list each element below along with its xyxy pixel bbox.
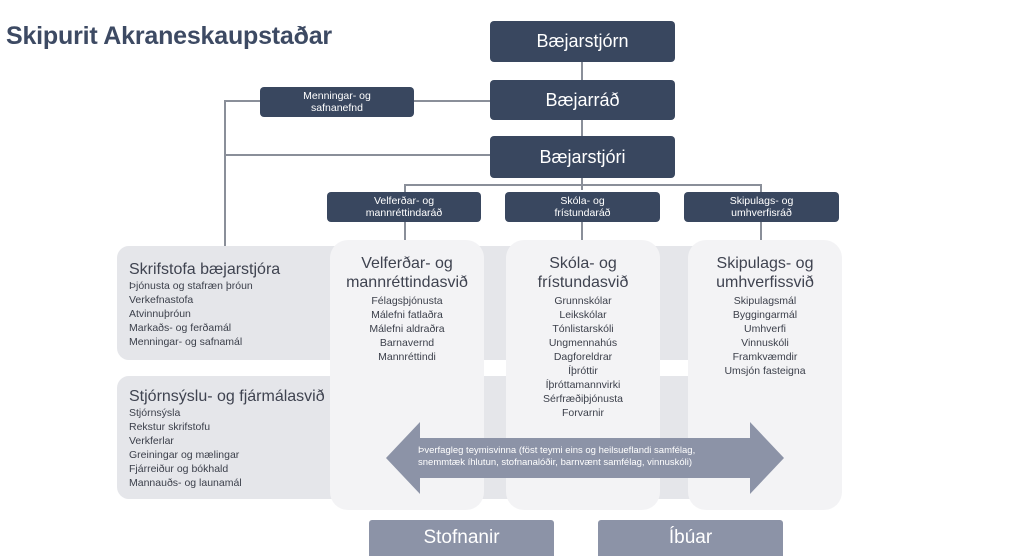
connector-velferd-down	[404, 222, 406, 240]
stjornsysla-title: Stjórnsýslu- og fjármálasvið	[129, 388, 325, 405]
skola-council-box[interactable]: Skóla- og frístundaráð	[505, 192, 660, 222]
page-title: Skipurit Akraneskaupstaðar	[6, 22, 332, 50]
list-item: Verkferlar	[129, 435, 174, 447]
skipulagssvid-title-line2: umhverfissvið	[716, 274, 814, 291]
list-item: Vinnuskóli	[741, 337, 789, 349]
list-item: Leikskólar	[559, 309, 607, 321]
skolasvid-list: Grunnskólar Leikskólar Tónlistarskóli Un…	[506, 294, 660, 420]
connector-menningar	[414, 100, 490, 102]
stjornsysla-list: Stjórnsýsla Rekstur skrifstofu Verkferla…	[129, 406, 325, 490]
skipulags-council-box[interactable]: Skipulags- og umhverfisráð	[684, 192, 839, 222]
connector-skipulags-down	[760, 222, 762, 240]
list-item: Dagforeldrar	[553, 351, 613, 363]
list-item: Atvinnuþróun	[129, 308, 191, 320]
skolasvid-section: Skóla- og frístundasvið Grunnskólar Leik…	[506, 254, 660, 420]
connector-left-horizontal-stjori	[224, 154, 490, 156]
baejarstjorn-label: Bæjarstjórn	[536, 31, 629, 51]
list-item: Verkefnastofa	[129, 294, 194, 306]
list-item: Sérfræðiþjónusta	[543, 393, 623, 405]
list-item: Fjárreiður og bókhald	[129, 463, 229, 475]
stjornsysla-section: Stjórnsýslu- og fjármálasvið Stjórnsýsla…	[129, 387, 325, 490]
list-item: Þjónusta og stafræn þróun	[129, 280, 253, 292]
list-item: Málefni fatlaðra	[371, 309, 443, 321]
skrifstofa-section: Skrifstofa bæjarstjóra Þjónusta og stafr…	[129, 260, 280, 349]
stofnanir-box[interactable]: Stofnanir	[369, 520, 554, 556]
list-item: Markaðs- og ferðamál	[129, 322, 232, 334]
connector-left-horizontal-top	[224, 100, 260, 102]
list-item: Stjórnsýsla	[129, 407, 181, 419]
list-item: Íþróttamannvirki	[545, 379, 621, 391]
velferd-council-label: Velferðar- og mannréttindaráð	[365, 195, 443, 219]
stofnanir-label: Stofnanir	[423, 527, 500, 548]
skipulagssvid-title-line1: Skipulags- og	[716, 255, 814, 272]
list-item: Tónlistarskóli	[552, 323, 614, 335]
teamwork-arrow-text: Þverfagleg teymisvinna (föst teymi eins …	[418, 445, 695, 469]
menningar-nefnd-box[interactable]: Menningar- og safnanefnd	[260, 87, 414, 117]
double-arrow-icon	[386, 422, 784, 494]
skipulagssvid-section: Skipulags- og umhverfissvið Skipulagsmál…	[688, 254, 842, 378]
list-item: Barnavernd	[379, 337, 435, 349]
list-item: Greiningar og mælingar	[129, 449, 240, 461]
connector-skola-down	[581, 222, 583, 240]
connector-rad-stjori	[581, 120, 583, 136]
skolasvid-title-line2: frístundasvið	[537, 274, 629, 291]
list-item: Félagsþjónusta	[371, 295, 443, 307]
baejarrad-label: Bæjarráð	[545, 89, 620, 110]
arrow-text-line2: snemmtæk íhlutun, stofnanalóðir, barnvæn…	[418, 457, 693, 468]
connector-left-vertical	[224, 100, 226, 253]
baejarstjorn-box[interactable]: Bæjarstjórn	[490, 21, 675, 62]
list-item: Grunnskólar	[554, 295, 612, 307]
skipulagssvid-list: Skipulagsmál Byggingarmál Umhverfi Vinnu…	[688, 294, 842, 378]
baejarstjori-box[interactable]: Bæjarstjóri	[490, 136, 675, 178]
ibuar-label: Íbúar	[668, 527, 713, 548]
skola-council-label: Skóla- og frístundaráð	[554, 195, 611, 219]
list-item: Íþróttir	[568, 365, 598, 377]
list-item: Mannréttindi	[378, 351, 436, 363]
list-item: Umsjón fasteigna	[724, 365, 806, 377]
skrifstofa-list: Þjónusta og stafræn þróun Verkefnastofa …	[129, 279, 280, 349]
list-item: Forvarnir	[561, 407, 604, 419]
list-item: Skipulagsmál	[733, 295, 797, 307]
connector-velferd-up	[404, 184, 406, 192]
skolasvid-title-line1: Skóla- og	[549, 255, 617, 272]
menningar-nefnd-label: Menningar- og safnanefnd	[303, 90, 371, 114]
ibuar-box[interactable]: Íbúar	[598, 520, 783, 556]
velferdarsvid-title-line2: mannréttindasvið	[346, 274, 468, 291]
arrow-text-line1: Þverfagleg teymisvinna (föst teymi eins …	[418, 445, 696, 456]
velferdarsvid-list: Félagsþjónusta Málefni fatlaðra Málefni …	[330, 294, 484, 364]
list-item: Byggingarmál	[732, 309, 798, 321]
list-item: Umhverfi	[743, 323, 786, 335]
list-item: Framkvæmdir	[732, 351, 798, 363]
list-item: Menningar- og safnamál	[129, 336, 243, 348]
connector-skipulags-up	[760, 184, 762, 192]
connector-councils-horizontal	[405, 184, 761, 186]
baejarstjori-label: Bæjarstjóri	[539, 146, 626, 167]
teamwork-arrow	[386, 422, 784, 494]
skrifstofa-title: Skrifstofa bæjarstjóra	[129, 261, 281, 278]
list-item: Mannauðs- og launamál	[129, 477, 242, 489]
baejarrad-box[interactable]: Bæjarráð	[490, 80, 675, 120]
connector-stjorn-rad	[581, 62, 583, 80]
velferdarsvid-section: Velferðar- og mannréttindasvið Félagsþjó…	[330, 254, 484, 364]
skipulags-council-label: Skipulags- og umhverfisráð	[729, 195, 794, 219]
velferd-council-box[interactable]: Velferðar- og mannréttindaráð	[327, 192, 481, 222]
velferdarsvid-title-line1: Velferðar- og	[361, 255, 453, 272]
list-item: Rekstur skrifstofu	[129, 421, 211, 433]
list-item: Málefni aldraðra	[369, 323, 445, 335]
list-item: Ungmennahús	[548, 337, 618, 349]
